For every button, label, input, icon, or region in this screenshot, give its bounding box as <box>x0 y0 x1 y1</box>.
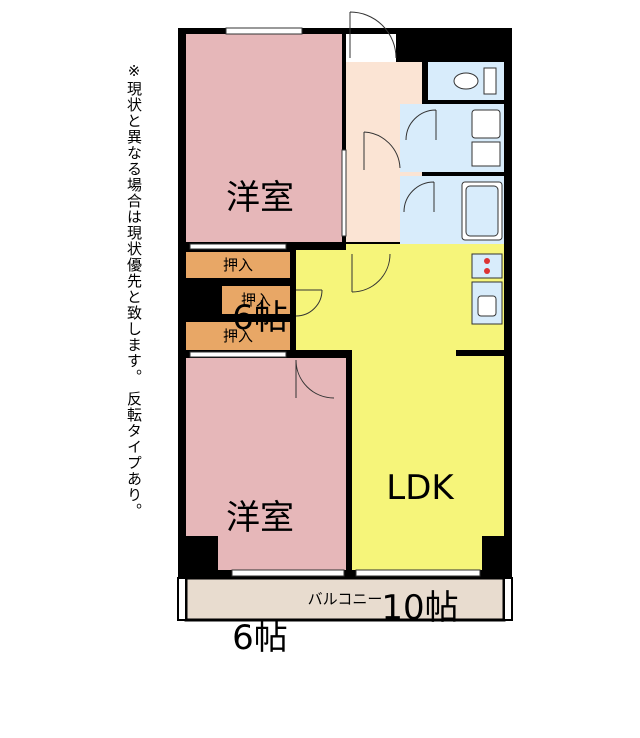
entrance-door-area <box>346 34 396 62</box>
toilet-door <box>405 109 437 141</box>
disclaimer-note: ※現状と異なる場合は現状優先と致します。 反転タイプあり。 <box>125 62 143 519</box>
bathtub-inner <box>465 185 499 237</box>
bath-door <box>403 181 435 213</box>
burner-2 <box>484 268 490 274</box>
counter-wall <box>456 350 504 356</box>
entrance-door <box>349 11 397 59</box>
washbasin <box>471 109 501 139</box>
hall-partition <box>341 149 347 237</box>
ldk-size: 10帖 <box>381 588 459 628</box>
closet-2 <box>222 286 290 314</box>
closet-2-label: 押入 <box>240 291 271 309</box>
washroom-door <box>363 131 401 170</box>
closet-3-edge <box>189 351 287 358</box>
toilet-bowl <box>453 72 479 90</box>
sink-basin <box>477 295 497 317</box>
door-swings <box>295 11 437 399</box>
western-room-top-size: 6帖 <box>232 298 288 338</box>
closet-1 <box>186 252 290 278</box>
western-room-bottom <box>186 358 346 536</box>
balcony-label: バルコニー <box>307 590 383 608</box>
western-room-bottom-label: 洋室 6帖 <box>200 418 320 738</box>
closet-3-label: 押入 <box>222 327 253 345</box>
western-top-door <box>351 253 391 293</box>
western-bottom-door <box>295 359 335 399</box>
toilet-tank <box>483 67 497 95</box>
ldk-name: LDK <box>386 468 454 508</box>
western-room-top <box>186 34 342 242</box>
closet-door <box>295 289 323 317</box>
ldk-lower <box>352 536 482 570</box>
western-room-bottom-size: 6帖 <box>232 618 288 658</box>
ldk-door-strip <box>346 244 402 252</box>
ldk-upper-strip <box>400 244 504 252</box>
western-room-bottom-lower <box>218 536 346 570</box>
balcony-rail-right <box>503 577 513 621</box>
burner-1 <box>484 258 490 264</box>
windows <box>189 27 481 577</box>
balcony-rail-left <box>177 577 187 621</box>
closet-1-label: 押入 <box>222 256 253 274</box>
window-top <box>225 27 303 35</box>
western-room-top-label: 洋室 6帖 <box>200 98 320 418</box>
ldk-label: LDK 10帖 <box>360 388 480 708</box>
closet-1-edge <box>189 243 287 250</box>
floor-plan-drawing <box>177 11 513 622</box>
window-bottom-left <box>231 569 345 577</box>
balcony-area <box>184 576 506 622</box>
ldk-room <box>296 250 504 536</box>
floor-plan: ※現状と異なる場合は現状優先と致します。 反転タイプあり。 洋室 6帖 押入 押… <box>125 11 513 658</box>
window-bottom-right <box>355 569 481 577</box>
western-room-bottom-name: 洋室 <box>226 498 294 538</box>
stove <box>471 253 503 279</box>
closet-3 <box>186 322 290 350</box>
western-room-top-name: 洋室 <box>226 178 294 218</box>
washing-machine <box>471 141 501 167</box>
